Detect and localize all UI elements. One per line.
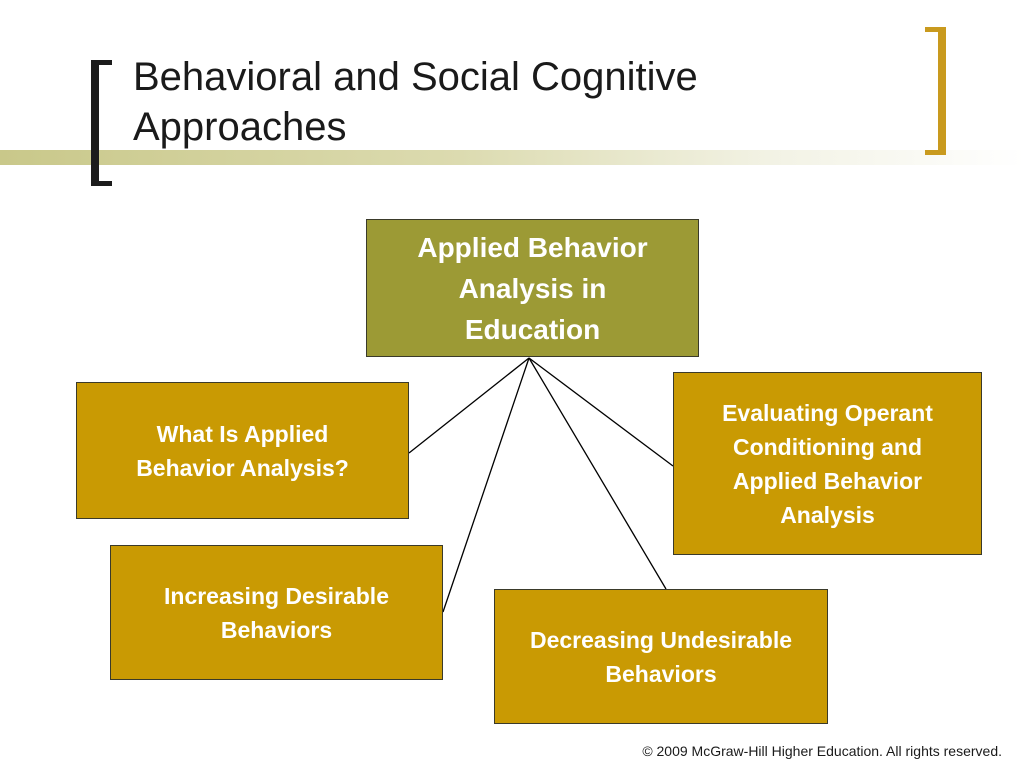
node-what-is-applied-behavior-analysis: What Is Applied Behavior Analysis? (76, 382, 409, 519)
connector-evaluating (528, 357, 674, 467)
left-bracket-decoration (91, 60, 112, 186)
node-label: Applied Behavior Analysis in Education (417, 231, 648, 345)
node-decreasing-undesirable-behaviors: Decreasing Undesirable Behaviors (494, 589, 828, 724)
connector-decreasing (528, 357, 667, 590)
right-bracket-decoration (925, 27, 946, 155)
node-label: Evaluating Operant Conditioning and Appl… (722, 399, 933, 528)
connector-what-is (408, 357, 530, 454)
title-underline-bar (0, 150, 1024, 165)
slide-title-text: Behavioral and Social Cognitive Approach… (133, 55, 698, 149)
copyright-footer: © 2009 McGraw-Hill Higher Education. All… (642, 743, 1002, 759)
slide-title: Behavioral and Social Cognitive Approach… (133, 52, 893, 152)
node-increasing-desirable-behaviors: Increasing Desirable Behaviors (110, 545, 443, 680)
node-evaluating-operant-conditioning: Evaluating Operant Conditioning and Appl… (673, 372, 982, 555)
node-applied-behavior-analysis-in-education: Applied Behavior Analysis in Education (366, 219, 699, 357)
node-label: What Is Applied Behavior Analysis? (136, 420, 349, 481)
node-label: Decreasing Undesirable Behaviors (529, 626, 793, 687)
node-label: Increasing Desirable Behaviors (164, 582, 389, 643)
connector-increasing (442, 357, 530, 613)
